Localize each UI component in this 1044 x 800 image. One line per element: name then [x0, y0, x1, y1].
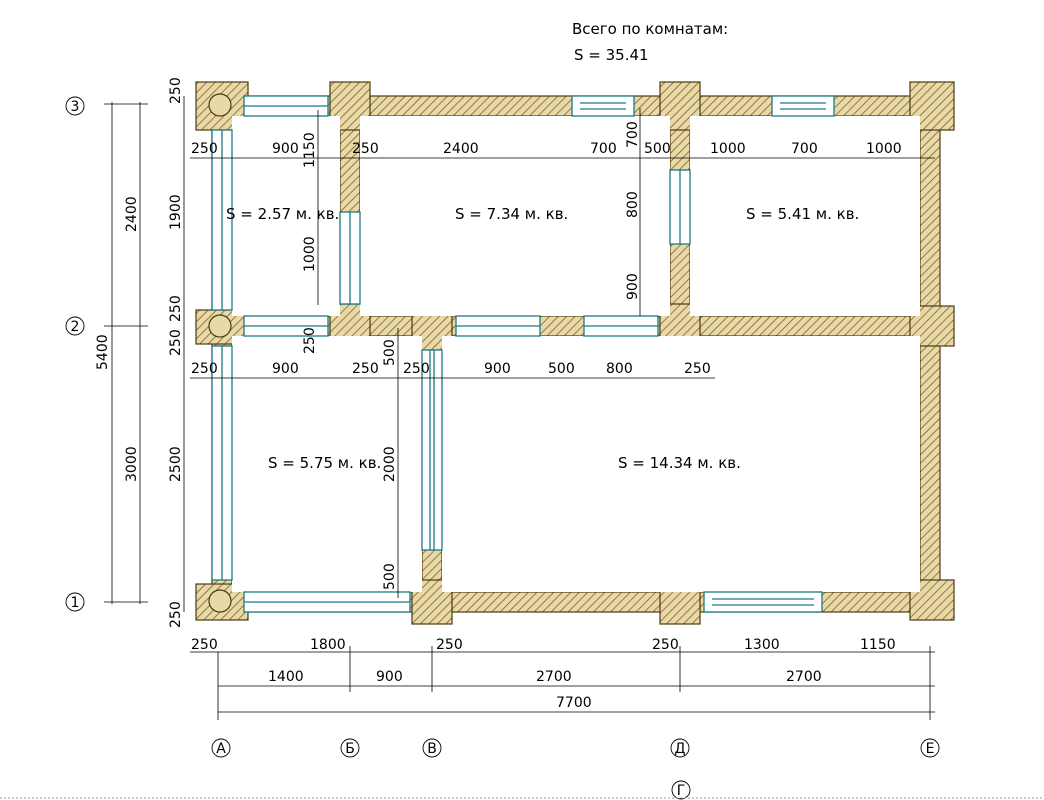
- axis-col-e-circle: [920, 738, 940, 758]
- axis-row-2-circle: [65, 316, 85, 336]
- dim-label: 1000: [710, 141, 746, 157]
- dim-label: 500: [644, 141, 671, 157]
- summary-total: S = 35.41: [574, 46, 649, 64]
- dim-label: 250: [191, 141, 218, 157]
- window-top-3: [771, 95, 835, 117]
- dim-label: 1400: [268, 669, 304, 685]
- dim-label: 2700: [536, 669, 572, 685]
- dim-label: 500: [382, 563, 398, 590]
- door-v: [421, 349, 443, 551]
- dim-label: 1150: [302, 132, 318, 168]
- room-area-3: S = 5.41 м. кв.: [746, 205, 859, 223]
- dim-label: 900: [272, 361, 299, 377]
- dim-label: 250: [652, 637, 679, 653]
- axis-col-b-circle: [340, 738, 360, 758]
- dim-label: 700: [791, 141, 818, 157]
- dim-label: 3000: [124, 446, 140, 482]
- axis-row-2-label: 2: [71, 319, 80, 335]
- window-bottom-2: [703, 591, 823, 613]
- dim-label: 250: [302, 327, 318, 354]
- dim-label: 250: [352, 361, 379, 377]
- dim-label: 2000: [382, 446, 398, 482]
- dim-label: 250: [191, 361, 218, 377]
- dim-label: 900: [625, 273, 641, 300]
- axis-col-g-circle: [671, 780, 691, 800]
- dim-label: 2500: [168, 446, 184, 482]
- dim-label: 250: [168, 601, 184, 628]
- room-area-4: S = 5.75 м. кв.: [268, 454, 381, 472]
- axis-col-g-label: Г: [677, 783, 686, 799]
- dim-label: 250: [168, 295, 184, 322]
- room-area-5: S = 14.34 м. кв.: [618, 454, 741, 472]
- wall-right: [919, 95, 941, 613]
- dim-label: 500: [382, 339, 398, 366]
- dim-label: 2400: [124, 196, 140, 232]
- dim-label: 250: [352, 141, 379, 157]
- axis-col-v-circle: [422, 738, 442, 758]
- openings: [211, 95, 835, 613]
- dim-label: 900: [484, 361, 511, 377]
- axis-col-d-circle: [670, 738, 690, 758]
- dim-label: 900: [376, 669, 403, 685]
- dim-label: 700: [625, 121, 641, 148]
- dim-label: 2700: [786, 669, 822, 685]
- post-circle: [208, 314, 232, 338]
- dim-label: 800: [625, 191, 641, 218]
- dim-label: 900: [272, 141, 299, 157]
- axis-col-d-label: Д: [675, 741, 686, 757]
- dim-label: 1000: [866, 141, 902, 157]
- axis-col-a-circle: [211, 738, 231, 758]
- axis-col-e-label: Е: [926, 741, 935, 757]
- dimension-lines: [104, 96, 935, 720]
- axis-col-a-label: А: [216, 741, 226, 757]
- room-area-1: S = 2.57 м. кв.: [226, 205, 339, 223]
- dim-label: 800: [606, 361, 633, 377]
- dim-label: 250: [684, 361, 711, 377]
- dim-label: 1300: [744, 637, 780, 653]
- axis-col-v-label: В: [427, 741, 437, 757]
- dim-overall: 7700: [556, 695, 592, 711]
- dim-label: 1000: [302, 236, 318, 272]
- dim-label: 250: [436, 637, 463, 653]
- dim-label: 250: [168, 329, 184, 356]
- axis-row-1-label: 1: [71, 595, 80, 611]
- dim-label: 250: [191, 637, 218, 653]
- post-circle: [208, 589, 232, 613]
- summary-title: Всего по комнатам:: [572, 20, 728, 38]
- dim-label: 2400: [443, 141, 479, 157]
- dim-label: 250: [403, 361, 430, 377]
- axis-row-3-circle: [65, 96, 85, 116]
- axis-row-1-circle: [65, 592, 85, 612]
- axis-row-3-label: 3: [71, 99, 80, 115]
- room-area-2: S = 7.34 м. кв.: [455, 205, 568, 223]
- dim-label: 1150: [860, 637, 896, 653]
- axis-col-b-label: Б: [345, 741, 355, 757]
- dim-label: 1900: [168, 194, 184, 230]
- dim-label: 500: [548, 361, 575, 377]
- dim-label: 250: [168, 77, 184, 104]
- post-circle: [208, 93, 232, 117]
- dim-label: 700: [590, 141, 617, 157]
- dim-label: 1800: [310, 637, 346, 653]
- axis-markers: 3 2 1 А Б В Д Е Г: [65, 96, 940, 800]
- dim-label: 5400: [95, 334, 111, 370]
- window-top-2: [571, 95, 635, 117]
